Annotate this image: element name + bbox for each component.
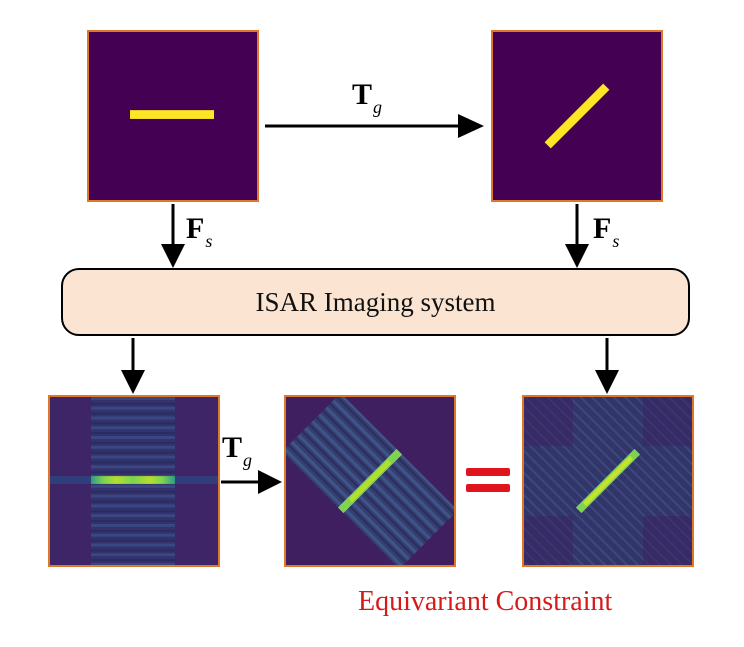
bottom-transform-arrowhead (258, 470, 282, 494)
rotated-isar-image (286, 397, 454, 565)
left-forward-arrowhead (161, 244, 185, 268)
left-forward-label: Fs (186, 212, 213, 251)
isar-image-horizontal-panel (48, 395, 220, 567)
input-scene-image (89, 32, 257, 200)
diagonal-target (544, 83, 610, 149)
rotated-scene-panel (491, 30, 663, 202)
rotated-scene-image (493, 32, 661, 200)
isar-imaging-system-label: ISAR Imaging system (255, 286, 496, 317)
isar-image-rotated (524, 397, 692, 565)
left-output-arrowhead (121, 370, 145, 394)
equals-sign (466, 468, 510, 494)
isar-imaging-system-box: ISAR Imaging system (61, 268, 690, 336)
rotated-isar-image-panel (284, 395, 456, 567)
horizontal-target (130, 110, 215, 119)
right-forward-label: Fs (593, 212, 620, 251)
right-output-arrowhead (595, 370, 619, 394)
top-transform-arrowhead (458, 114, 484, 138)
right-forward-arrowhead (565, 244, 589, 268)
isar-image-rotated-panel (522, 395, 694, 567)
top-transform-label: Tg (352, 78, 383, 117)
equivariant-constraint-caption: Equivariant Constraint (358, 586, 613, 617)
isar-image-horizontal (50, 397, 218, 565)
input-scene-panel (87, 30, 259, 202)
bottom-transform-label: Tg (222, 431, 253, 470)
